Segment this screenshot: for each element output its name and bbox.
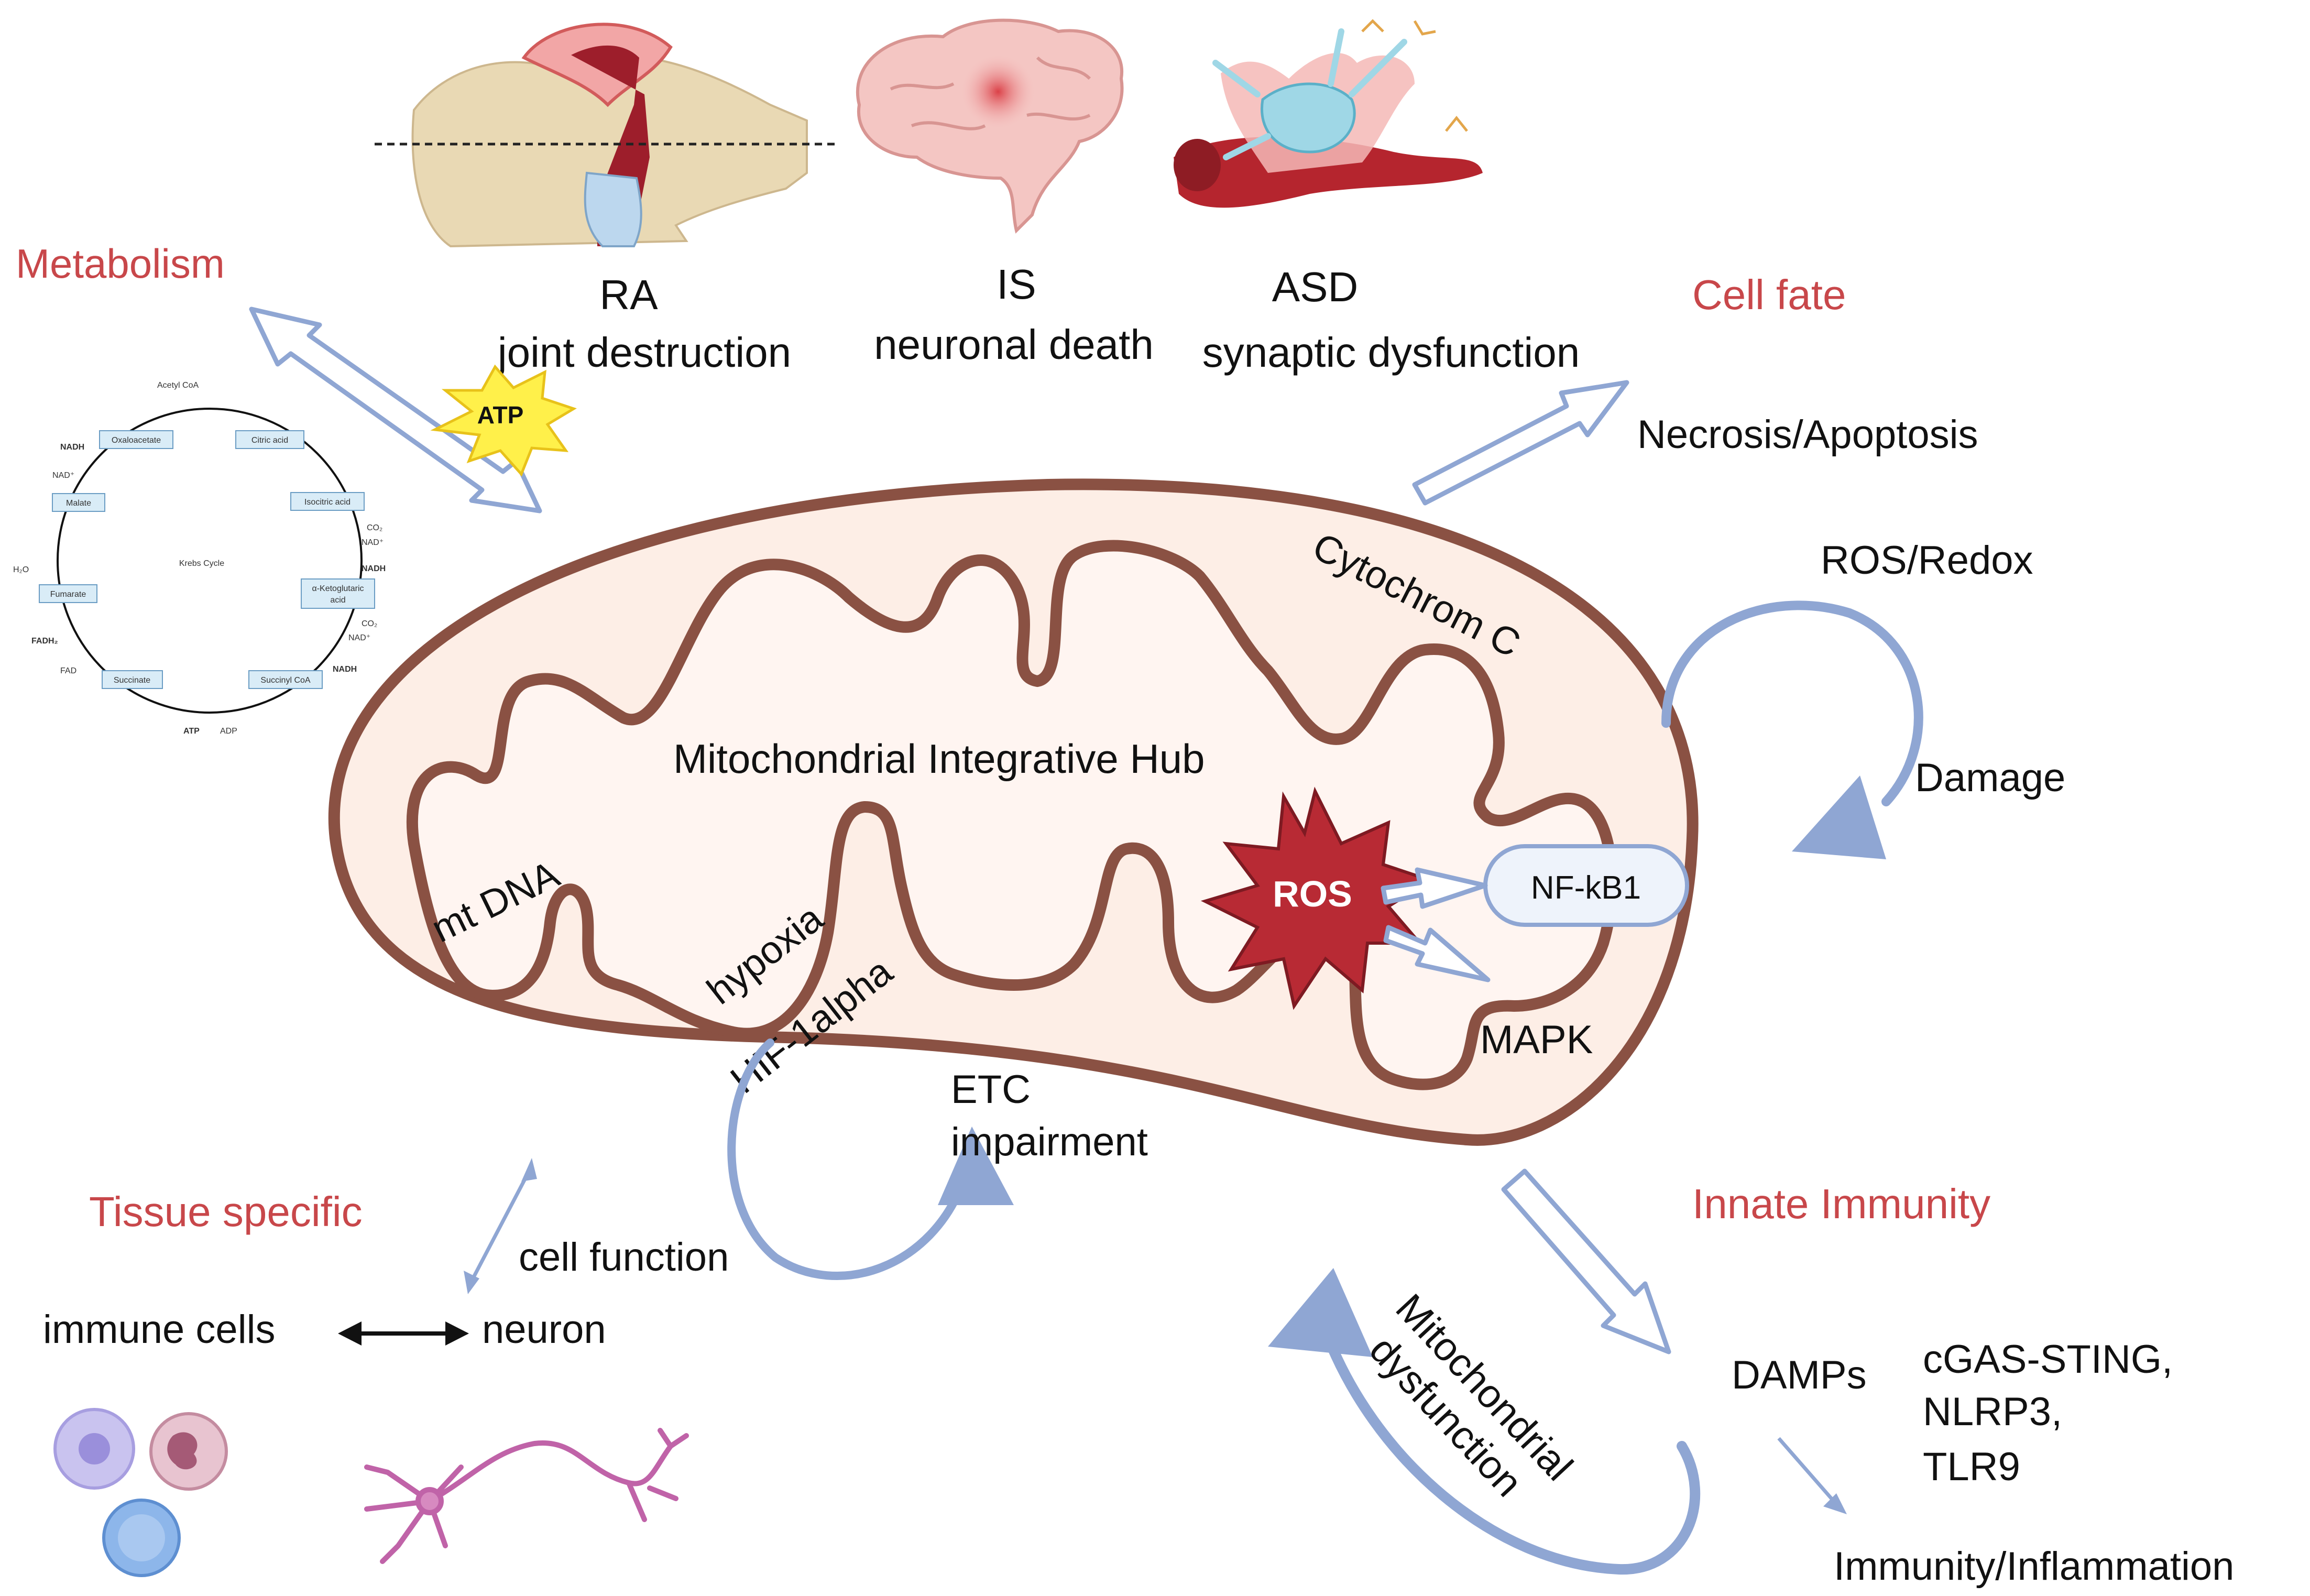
immunity-label: Immunity/Inflammation	[1834, 1544, 2234, 1589]
cell-fate-arrow	[1412, 380, 1629, 506]
asd-effect: synaptic dysfunction	[1202, 329, 1580, 376]
krebs-oxaloacetate: Oxaloacetate	[112, 436, 161, 445]
ros-burst-icon: ROS	[1200, 786, 1434, 1010]
mapk-label: MAPK	[1480, 1018, 1593, 1062]
dysfunction-loop	[1320, 1326, 1701, 1575]
krebs-nad-2: NAD⁺	[362, 538, 384, 547]
asd-name: ASD	[1272, 264, 1359, 310]
etc-label-1: ETC	[951, 1067, 1031, 1112]
etc-loop-arrow	[727, 1039, 968, 1280]
hub-label: Mitochondrial Integrative Hub	[673, 736, 1205, 782]
ra-effect: joint destruction	[497, 329, 791, 376]
krebs-atp: ATP	[183, 727, 200, 736]
krebs-succinyl: Succinyl CoA	[260, 676, 310, 685]
krebs-isocitric: Isocitric acid	[304, 498, 351, 507]
ros-damage-arrowhead	[1792, 775, 1886, 859]
damps-arrow	[1777, 1437, 1847, 1514]
cell-function-arrow	[464, 1158, 537, 1294]
krebs-nadh-1: NADH	[60, 443, 84, 452]
heading-cell-fate: Cell fate	[1692, 271, 1846, 318]
cell-function-label: cell function	[519, 1235, 729, 1280]
is-effect: neuronal death	[874, 321, 1154, 368]
mito-cristae	[406, 540, 1618, 1090]
ros-arrows	[1381, 867, 1491, 982]
damps-label: DAMPs	[1732, 1353, 1867, 1397]
krebs-succinate: Succinate	[114, 676, 150, 685]
krebs-cycle: Krebs Cycle Acetyl CoA Oxaloacetate Citr…	[13, 381, 386, 736]
immune-cells-icon	[53, 1408, 228, 1577]
cgas-label: cGAS-STING,	[1923, 1337, 2173, 1382]
krebs-fad: FAD	[60, 666, 76, 675]
nlrp3-label: NLRP3,	[1923, 1390, 2062, 1434]
brain-illustration-icon	[856, 18, 1124, 234]
damage-label: Damage	[1915, 756, 2065, 800]
immune-cells-label: immune cells	[43, 1307, 275, 1352]
innate-immunity-arrow	[1501, 1168, 1671, 1354]
immune-neuron-double-arrow	[338, 1321, 469, 1346]
heading-metabolism: Metabolism	[16, 241, 225, 287]
neuron-label: neuron	[482, 1307, 606, 1352]
ros-redox-label: ROS/Redox	[1821, 538, 2033, 583]
krebs-nadh-2: NADH	[362, 564, 386, 573]
necrosis-label: Necrosis/Apoptosis	[1637, 412, 1978, 457]
atp-burst-icon: ATP	[430, 364, 577, 477]
krebs-acetyl: Acetyl CoA	[157, 381, 199, 390]
ros-damage-loop	[1661, 600, 1923, 806]
etc-loop-arrowhead	[938, 1127, 1014, 1205]
tlr9-label: TLR9	[1923, 1445, 2020, 1489]
krebs-co2-1: CO₂	[367, 523, 382, 532]
synapse-illustration-icon	[1174, 19, 1483, 208]
ra-name: RA	[599, 271, 658, 318]
krebs-ketoglutaric-2: acid	[330, 596, 345, 605]
krebs-co2-2: CO₂	[362, 619, 377, 628]
joint-illustration-icon	[375, 23, 838, 248]
heading-innate-immunity: Innate Immunity	[1692, 1180, 1990, 1227]
heading-tissue-specific: Tissue specific	[89, 1188, 363, 1235]
nfkb-label: NF-kB1	[1531, 870, 1641, 906]
atp-label: ATP	[477, 401, 524, 429]
krebs-nad-3: NAD⁺	[348, 633, 370, 642]
dysfunction-arrowhead	[1268, 1268, 1373, 1357]
krebs-title: Krebs Cycle	[179, 559, 224, 568]
krebs-nad-1: NAD⁺	[52, 471, 74, 480]
neuron-illustration-icon	[364, 1428, 689, 1564]
nfkb-box: NF-kB1	[1483, 844, 1689, 927]
is-name: IS	[997, 261, 1036, 308]
krebs-h2o: H₂O	[13, 565, 29, 574]
krebs-ketoglutaric-1: α-Ketoglutaric	[312, 584, 364, 593]
metabolism-double-arrow	[249, 307, 542, 513]
krebs-fumarate: Fumarate	[50, 590, 86, 599]
krebs-citric: Citric acid	[251, 436, 288, 445]
krebs-fadh2: FADH₂	[31, 637, 58, 646]
krebs-malate: Malate	[66, 499, 91, 508]
ros-label: ROS	[1273, 873, 1352, 914]
etc-label-2: impairment	[951, 1120, 1148, 1164]
krebs-adp: ADP	[220, 727, 237, 736]
krebs-nadh-3: NADH	[333, 665, 357, 674]
